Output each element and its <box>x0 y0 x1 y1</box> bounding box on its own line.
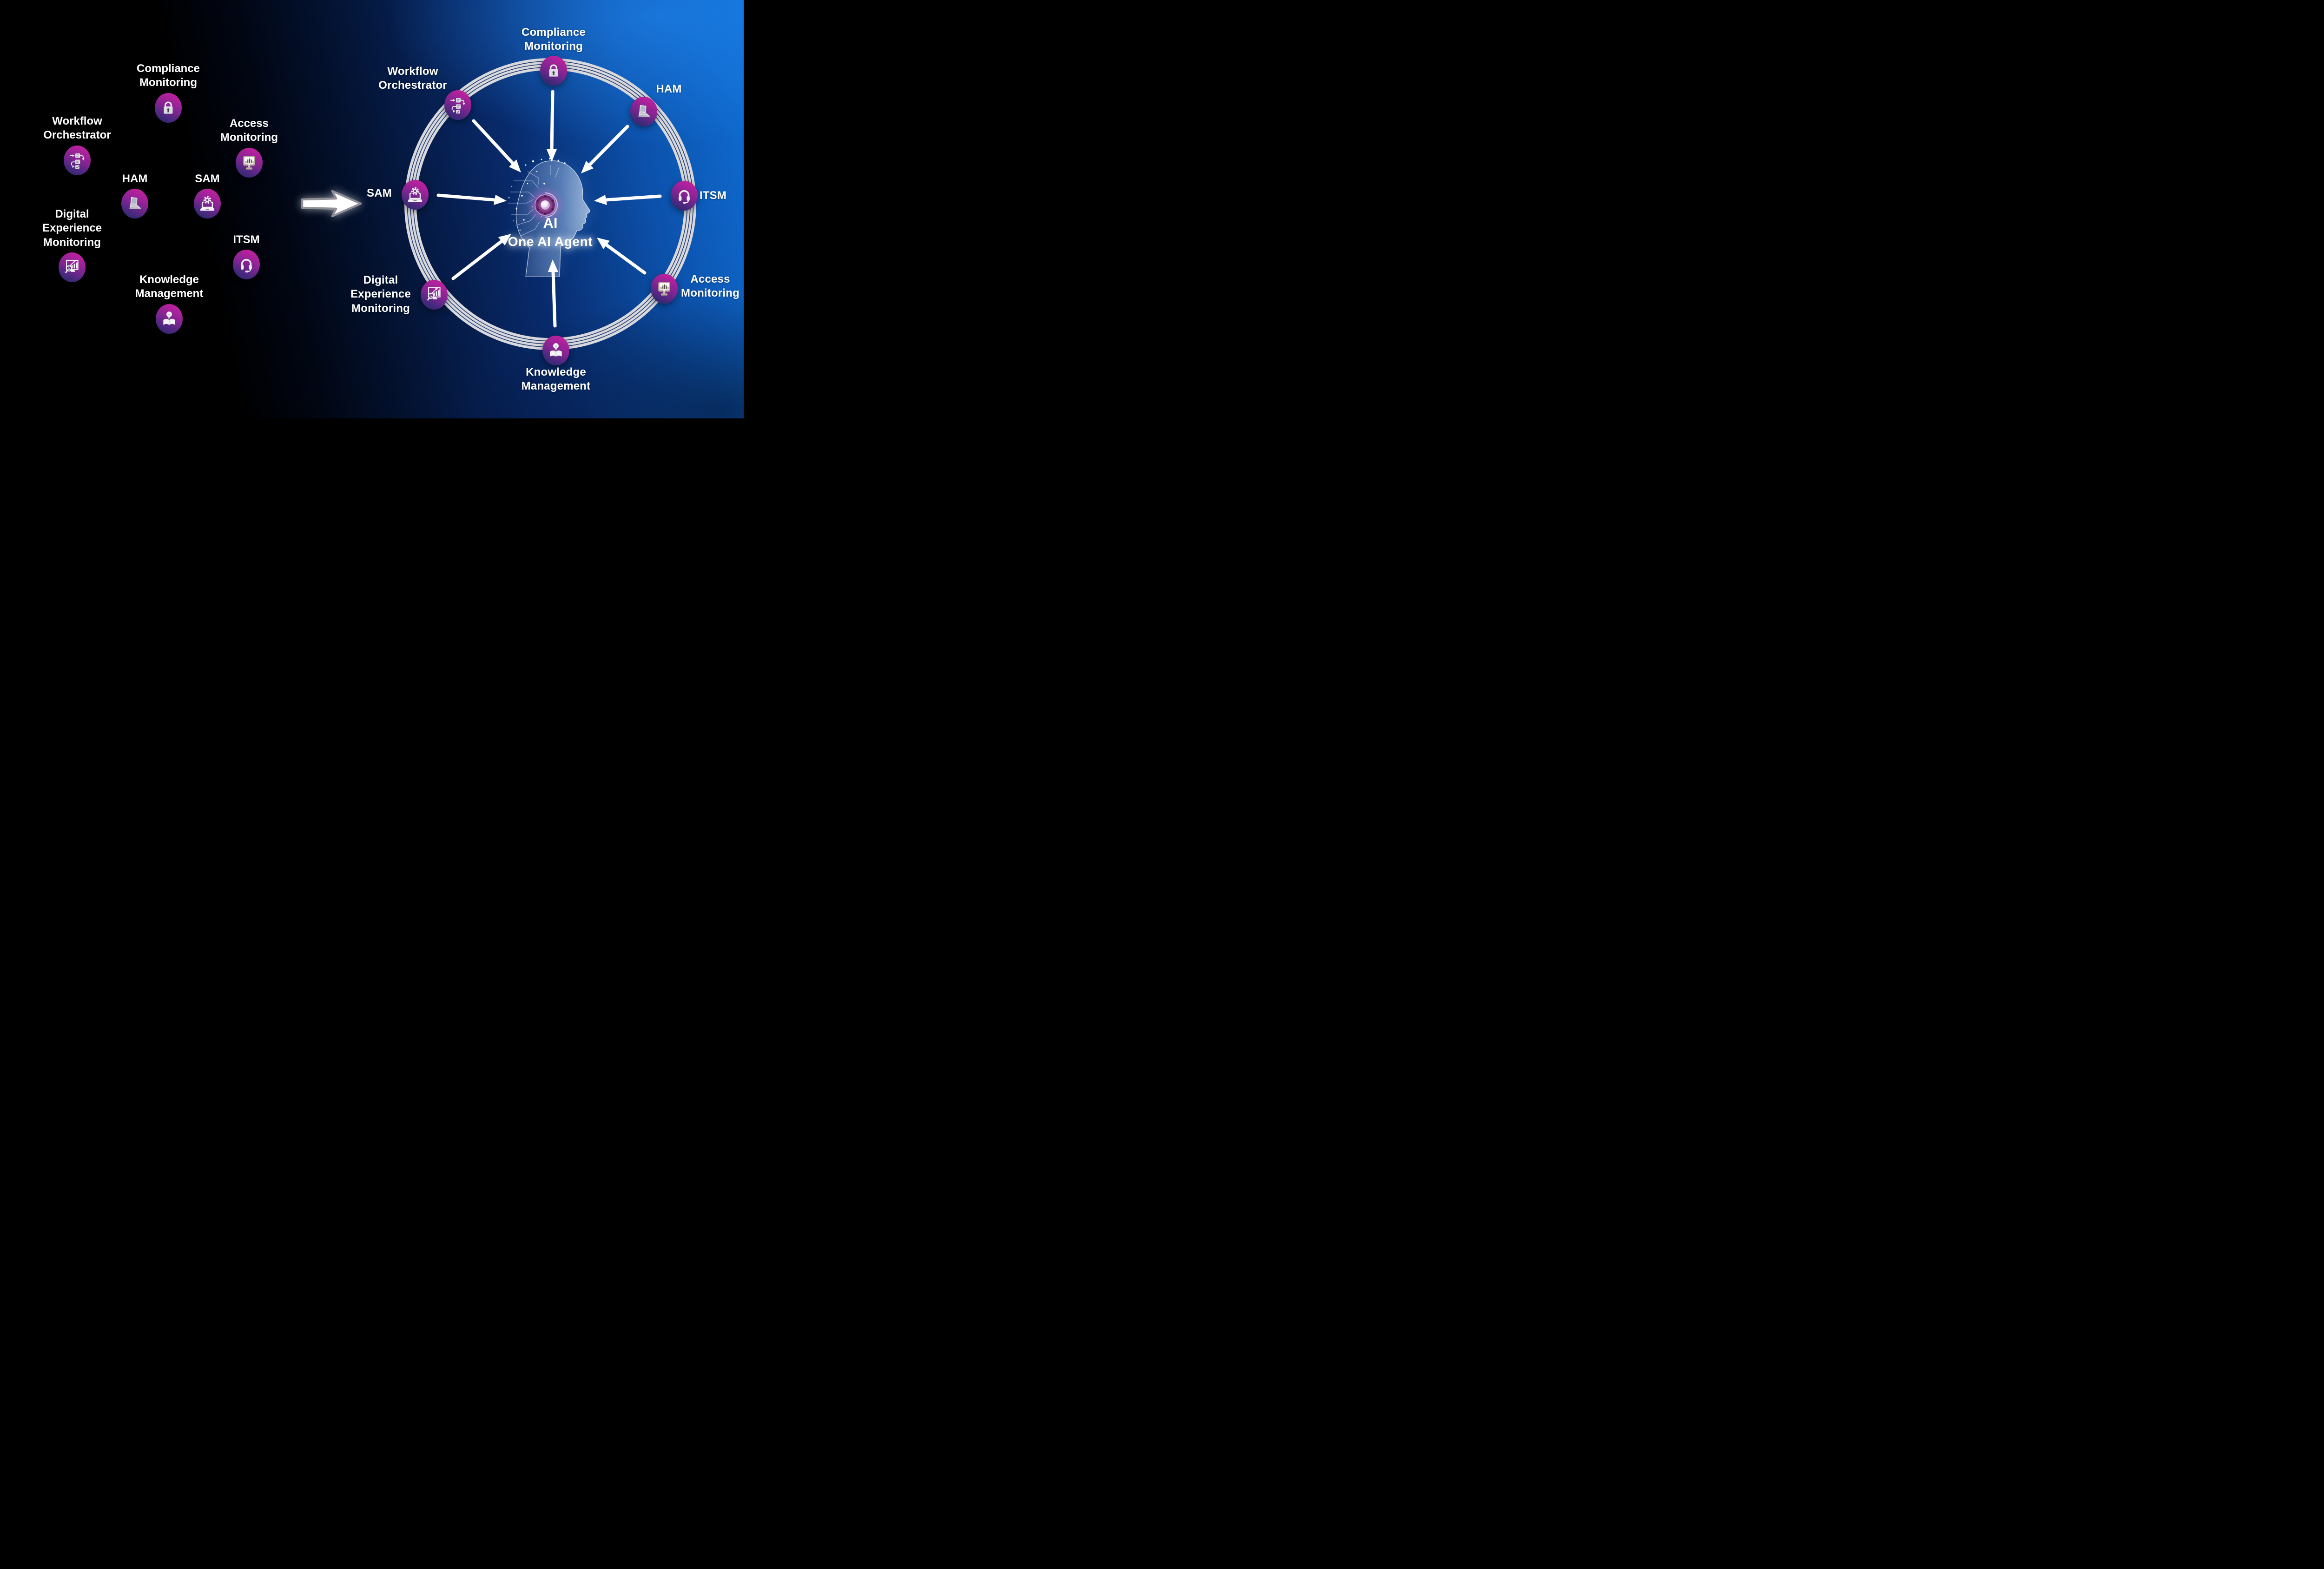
right-node-sam <box>402 177 429 210</box>
left-label-itsm: ITSM <box>233 233 260 246</box>
left-node-digital-experience-monitoring: Digital Experience Monitoring <box>33 207 112 283</box>
infographic-canvas: Compliance Monitoring Workflow Orchestra… <box>0 0 744 418</box>
right-node-access-monitoring <box>651 271 678 304</box>
circuit-lines <box>508 165 560 236</box>
book-lightbulb-icon <box>156 304 183 334</box>
right-label-digital-experience-monitoring: Digital Experience Monitoring <box>350 274 411 315</box>
laptop-icon <box>121 189 148 219</box>
right-label-sam: SAM <box>367 187 392 199</box>
right-node-compliance-monitoring <box>540 53 567 86</box>
left-label-compliance-monitoring: Compliance Monitoring <box>136 62 200 89</box>
right-label-knowledge-management: Knowledge Management <box>521 366 591 393</box>
monitor-chart-icon <box>236 147 263 178</box>
left-node-sam: SAM <box>168 172 247 219</box>
left-node-workflow-orchestrator: Workflow Orchestrator <box>38 114 117 175</box>
right-node-workflow-orchestrator <box>444 87 471 120</box>
monitor-search-icon <box>421 280 448 310</box>
headset-icon <box>233 250 260 280</box>
monitor-search-icon <box>59 252 86 283</box>
left-label-knowledge-management: Knowledge Management <box>135 273 204 300</box>
left-node-ham: HAM <box>95 172 174 219</box>
left-node-compliance-monitoring: Compliance Monitoring <box>129 62 208 123</box>
left-label-digital-experience-monitoring: Digital Experience Monitoring <box>42 208 102 249</box>
right-node-ham <box>630 94 657 126</box>
right-label-ham: HAM <box>656 83 682 95</box>
right-label-access-monitoring: Access Monitoring <box>681 273 739 300</box>
left-node-itsm: ITSM <box>207 233 286 280</box>
ai-label: AI <box>543 215 558 231</box>
left-label-sam: SAM <box>195 172 220 185</box>
workflow-icon <box>444 90 471 120</box>
left-label-ham: HAM <box>122 172 148 185</box>
left-node-knowledge-management: Knowledge Management <box>130 273 209 334</box>
lock-icon <box>155 93 182 123</box>
monitor-chart-icon <box>651 274 678 304</box>
ai-head-graphic <box>508 158 590 277</box>
inward-arrows <box>436 90 662 328</box>
ai-core <box>526 185 565 225</box>
right-node-knowledge-management <box>542 333 569 365</box>
left-label-workflow-orchestrator: Workflow Orchestrator <box>43 115 111 142</box>
left-label-access-monitoring: Access Monitoring <box>220 117 278 144</box>
right-node-itsm <box>671 178 698 211</box>
lock-icon <box>540 56 567 86</box>
laptop-icon <box>630 97 657 126</box>
right-node-digital-experience-monitoring <box>421 277 448 310</box>
workflow-icon <box>64 145 91 175</box>
headset-icon <box>671 181 698 211</box>
gear-laptop-icon <box>194 189 221 219</box>
gear-laptop-icon <box>402 180 429 210</box>
right-label-workflow-orchestrator: Workflow Orchestrator <box>378 65 447 92</box>
right-label-compliance-monitoring: Compliance Monitoring <box>521 26 586 53</box>
transition-arrow-icon <box>301 190 362 218</box>
one-ai-agent-caption: One AI Agent <box>508 234 593 249</box>
book-lightbulb-icon <box>542 336 569 365</box>
left-node-access-monitoring: Access Monitoring <box>210 117 289 178</box>
right-label-itsm: ITSM <box>699 189 727 202</box>
